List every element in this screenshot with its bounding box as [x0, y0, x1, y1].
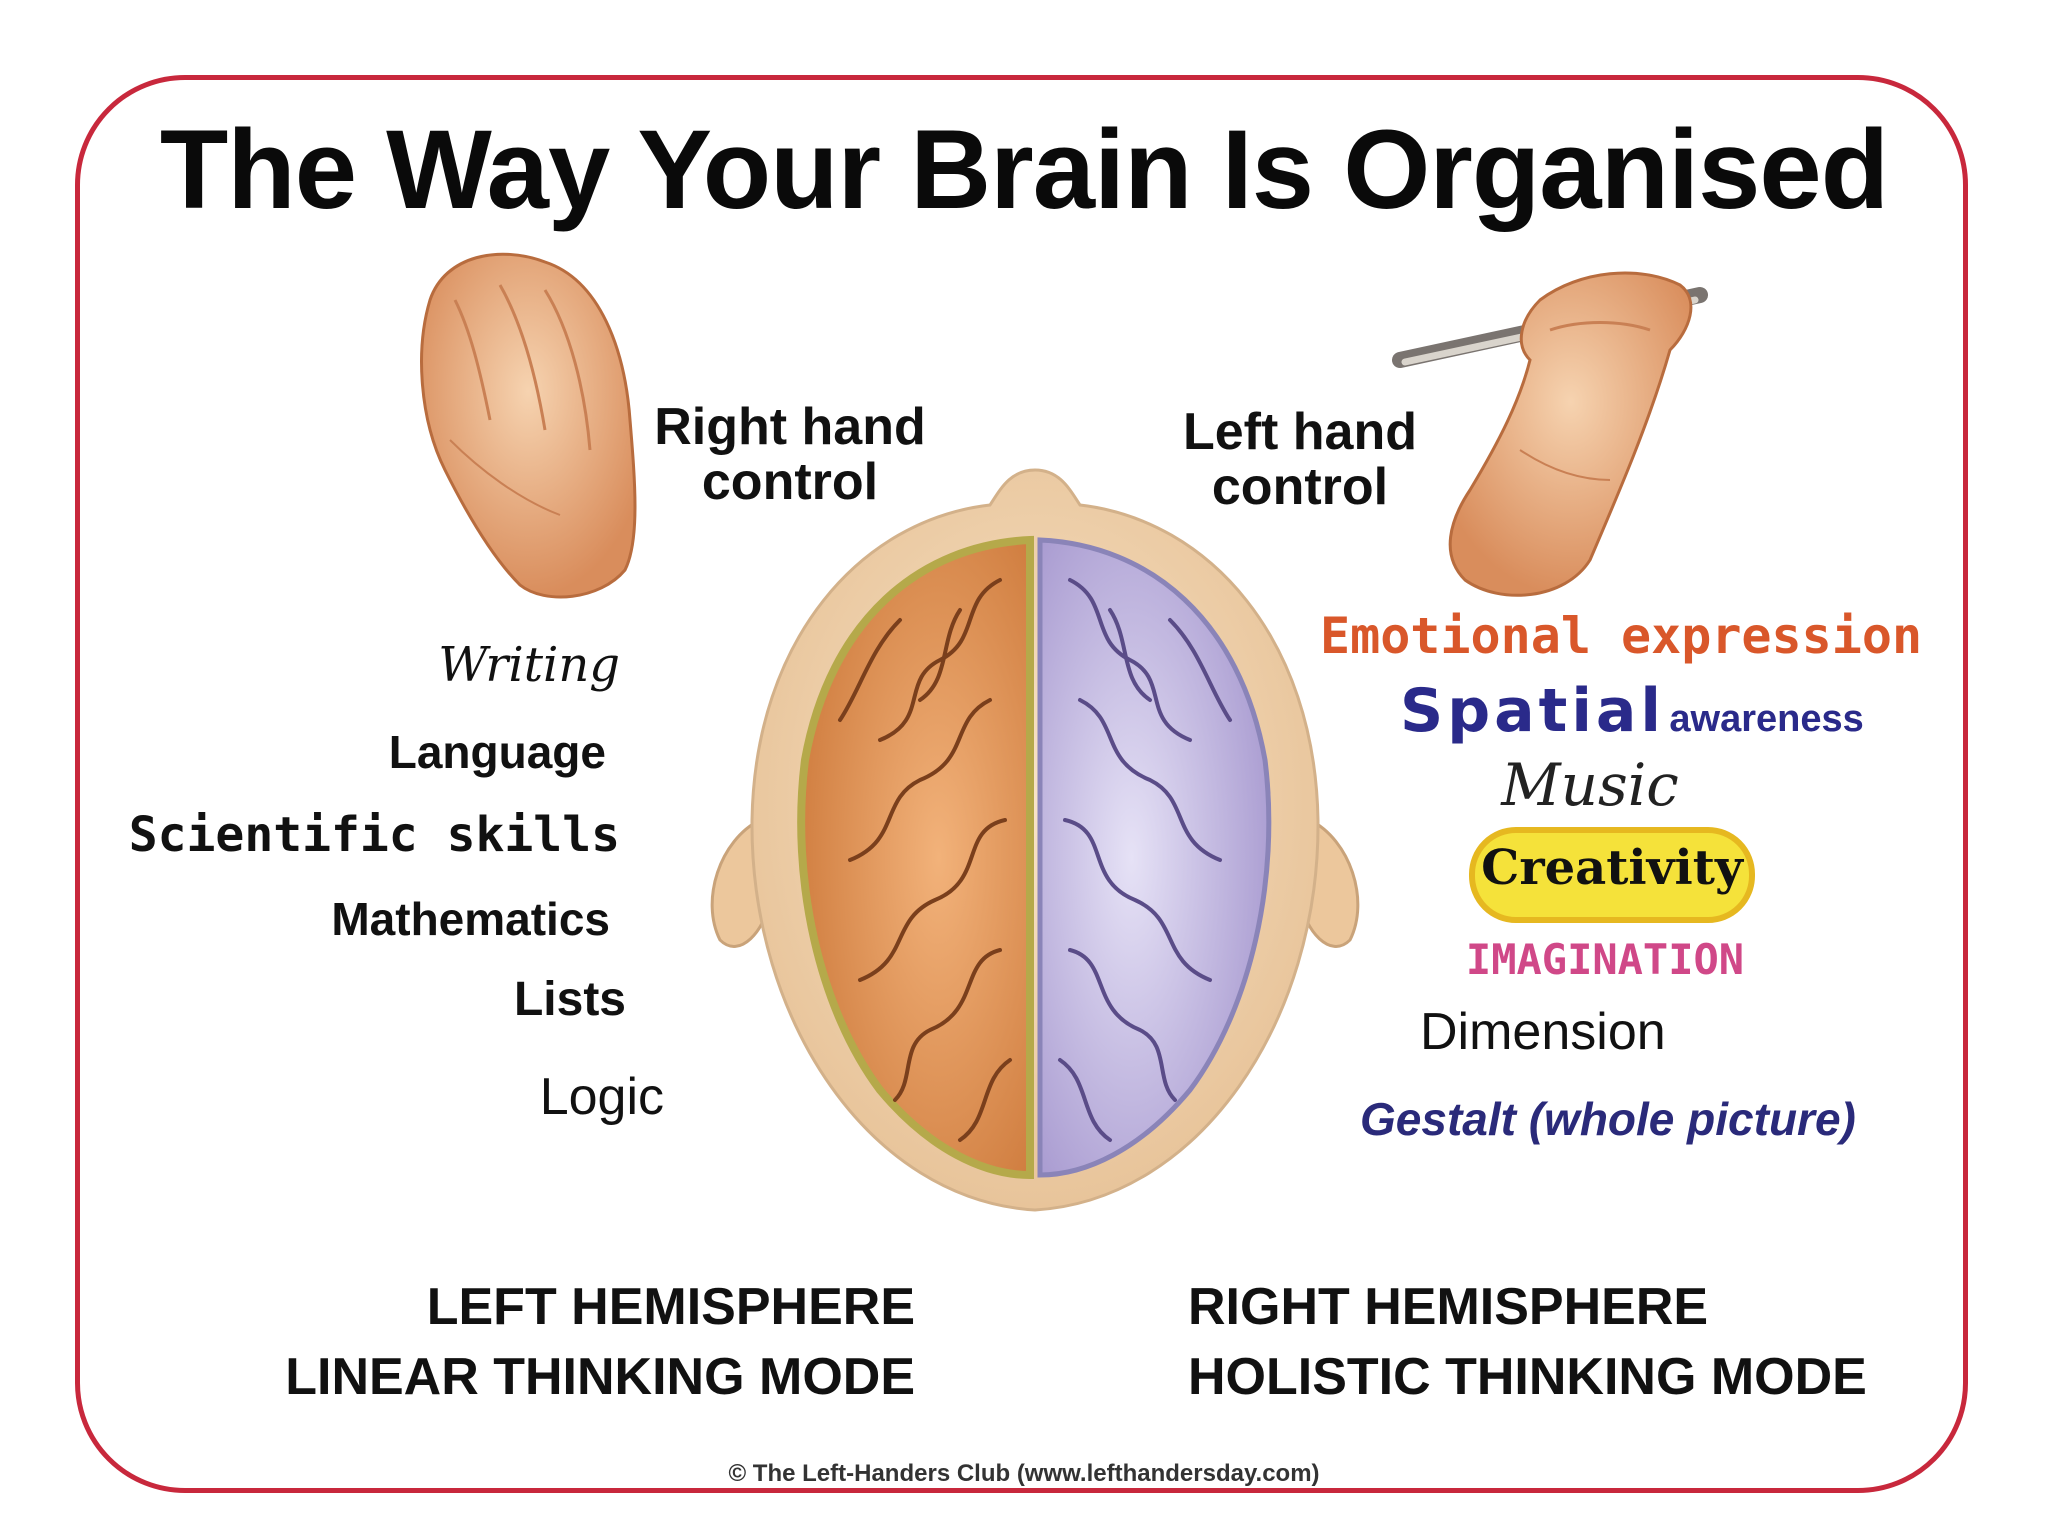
trait-music: Music	[1470, 755, 1710, 816]
trait-imagination: IMAGINATION	[1450, 938, 1760, 982]
right-hand-control-label: Right hand control	[640, 400, 940, 509]
brain-illustration	[712, 470, 1358, 1210]
right-hand-label-line1: Right hand	[640, 400, 940, 455]
trait-mathematics: Mathematics	[200, 895, 610, 943]
trait-dimension: Dimension	[1420, 1005, 1666, 1060]
copyright-notice: © The Left-Handers Club (www.lefthanders…	[0, 1460, 2048, 1488]
trait-creativity: Creativity	[1472, 843, 1752, 893]
trait-emotional-expression: Emotional expression	[1320, 610, 1922, 663]
right-hand-illustration	[422, 254, 635, 597]
right-hemisphere-caption: RIGHT HEMISPHERE HOLISTIC THINKING MODE	[1188, 1272, 1867, 1412]
right-hand-label-line2: control	[640, 455, 940, 510]
trait-gestalt: Gestalt (whole picture)	[1360, 1095, 1856, 1143]
left-hand-control-label: Left hand control	[1150, 405, 1450, 514]
trait-writing: Writing	[300, 640, 620, 690]
left-hemisphere-caption: LEFT HEMISPHERE LINEAR THINKING MODE	[200, 1272, 915, 1412]
left-hemisphere-title: LEFT HEMISPHERE	[200, 1272, 915, 1342]
trait-language: Language	[300, 728, 606, 776]
awareness-word: awareness	[1669, 698, 1863, 740]
left-hand-label-line2: control	[1150, 460, 1450, 515]
right-hemisphere-title: RIGHT HEMISPHERE	[1188, 1272, 1867, 1342]
right-hemisphere-mode: HOLISTIC THINKING MODE	[1188, 1342, 1867, 1412]
trait-lists: Lists	[400, 975, 626, 1025]
trait-logic: Logic	[400, 1070, 664, 1125]
spatial-word: Spatial	[1400, 676, 1665, 746]
left-hand-label-line1: Left hand	[1150, 405, 1450, 460]
left-hemisphere-mode: LINEAR THINKING MODE	[200, 1342, 915, 1412]
trait-spatial-awareness: Spatial awareness	[1400, 680, 1864, 743]
trait-scientific-skills: Scientific skills	[100, 810, 620, 860]
